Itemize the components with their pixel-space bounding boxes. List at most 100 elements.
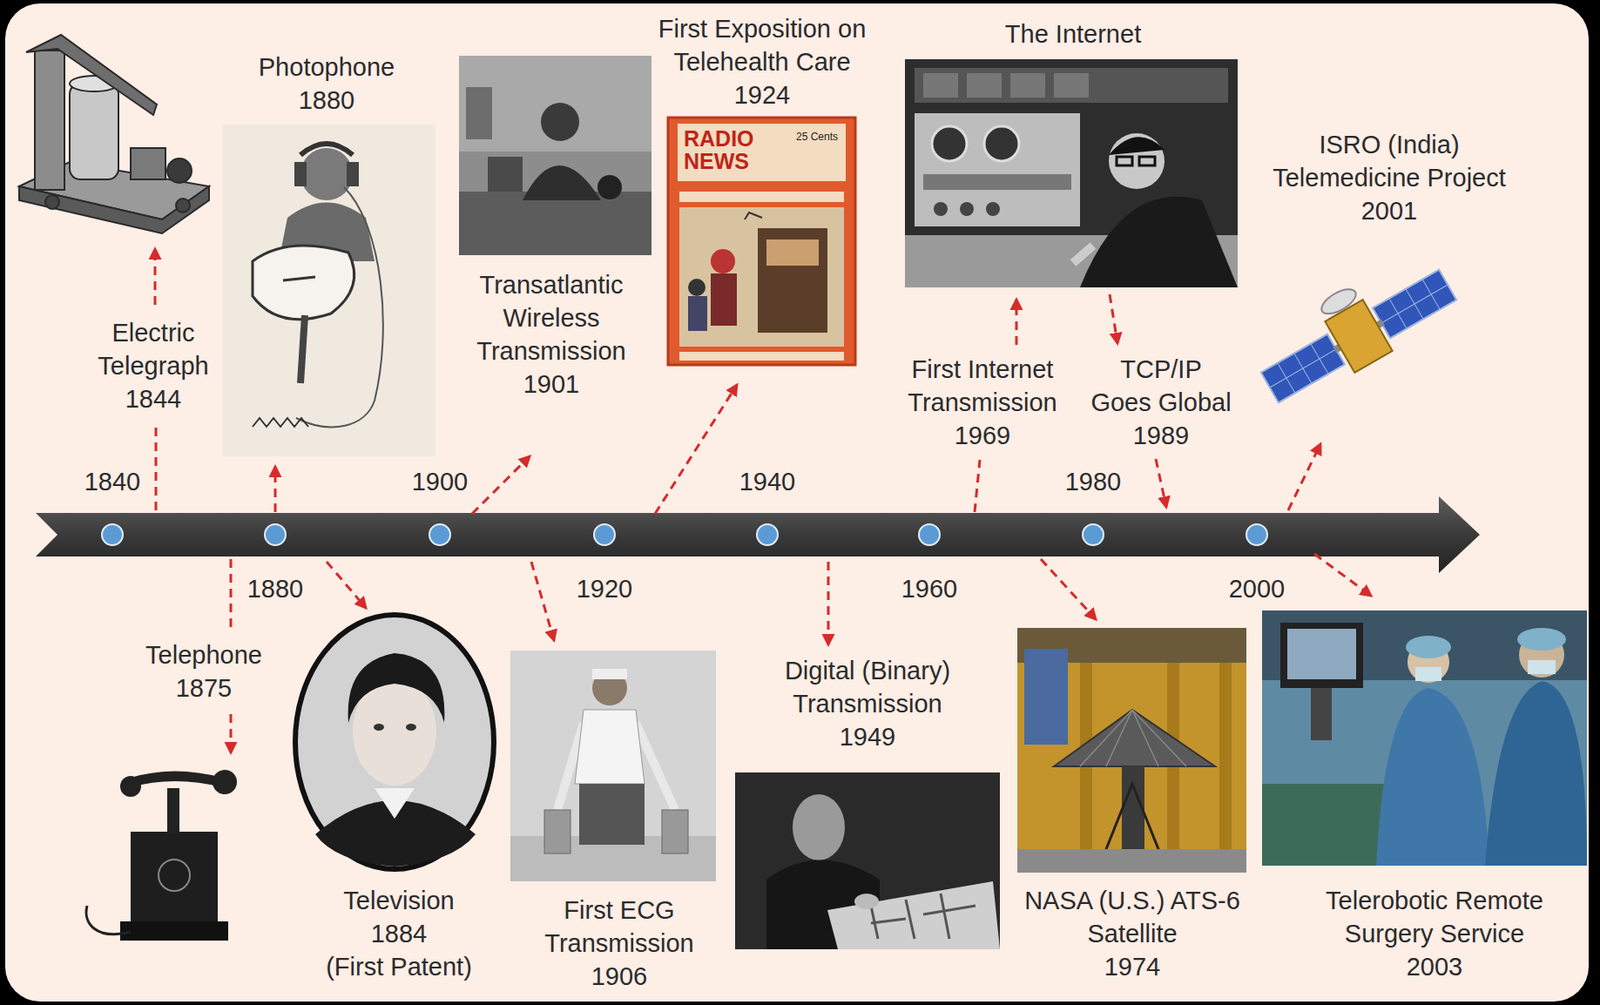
phone-base — [120, 921, 229, 941]
phone-handset — [130, 771, 223, 789]
cover-title: RADIO NEWS — [683, 127, 792, 173]
leader-arrow — [1040, 559, 1096, 620]
bell-mark — [283, 276, 316, 281]
event-date: 1875 — [125, 671, 283, 705]
event-title: Television — [311, 884, 487, 918]
figure-hair — [1108, 136, 1165, 156]
event-date: 1906 — [536, 959, 703, 993]
portrait-illustration — [295, 614, 494, 870]
timeline-dot — [1246, 524, 1268, 546]
event-caption: Photophone1880 — [230, 50, 423, 117]
event-date: 2003 — [1316, 950, 1553, 984]
surgeon-gown — [1485, 681, 1587, 866]
ecg-picture: First ECG Transmission1906 — [510, 650, 716, 882]
figure-hand — [1073, 245, 1094, 264]
telephone-illustration — [86, 769, 237, 941]
maze-walls — [870, 893, 976, 939]
leader-arrow — [1155, 459, 1167, 507]
timeline-dot — [264, 524, 286, 546]
figure-body — [710, 273, 737, 326]
portrait-hair — [348, 653, 446, 723]
equipment-knob — [985, 202, 1000, 217]
event-title: TCP/IP Goes Global — [1088, 352, 1234, 419]
cover-ground — [668, 117, 856, 365]
year-label: 1980 — [1049, 465, 1137, 499]
telegraph-illustration — [19, 34, 210, 234]
telephone-picture: Telephone1875 — [76, 760, 271, 954]
dish-ribs — [1080, 709, 1187, 767]
year-label: 1940 — [723, 465, 811, 499]
monitor — [1280, 622, 1364, 689]
figure-head — [792, 794, 845, 861]
background-panel — [5, 3, 1589, 1002]
phone-cord — [86, 905, 131, 935]
phone-box — [130, 831, 218, 924]
event-title: ISRO (India) Telemedicine Project — [1262, 128, 1516, 195]
year-label: 1960 — [885, 572, 973, 606]
year-label: 1900 — [396, 465, 484, 499]
cover-picture — [679, 207, 844, 347]
solar-panel — [1261, 334, 1345, 404]
leader-arrow — [154, 249, 157, 305]
timeline-dot — [918, 524, 940, 546]
event-caption: ISRO (India) Telemedicine Project2001 — [1262, 128, 1516, 228]
electrode-bucket — [544, 810, 571, 854]
figure-hand — [294, 162, 307, 187]
photo-wall — [459, 55, 652, 152]
digital-illustration — [735, 772, 1000, 950]
event-title: First Internet Transmission — [895, 352, 1070, 419]
digital-picture: Digital (Binary) Transmission1949 — [735, 772, 1000, 950]
portrait-eye — [405, 723, 417, 731]
timeline-dot — [756, 524, 778, 546]
year-label: 1880 — [231, 572, 319, 606]
ats6-illustration — [1017, 627, 1247, 873]
antenna-dish — [1053, 709, 1216, 767]
equipment-unit — [966, 73, 1002, 98]
figure-body — [522, 165, 601, 201]
operating-table — [1262, 783, 1393, 866]
photo-desk — [459, 191, 652, 256]
event-title: Electric Telegraph — [83, 316, 223, 383]
event-title: NASA (U.S.) ATS-6 Satellite — [1014, 884, 1250, 951]
panel-grid — [1372, 270, 1457, 339]
wireless-illustration — [459, 55, 652, 256]
timeline-dot — [101, 524, 123, 546]
event-date: (First Patent) — [311, 950, 487, 984]
leader-arrows — [155, 249, 1371, 753]
event-date: 1989 — [1117, 418, 1205, 453]
timeline-dot — [594, 524, 615, 546]
radio-rack — [465, 87, 493, 140]
event-date: 1901 — [459, 367, 643, 401]
equipment-knob — [933, 202, 948, 217]
telegraph-picture: Electric Telegraph1844 — [10, 28, 215, 237]
leader-line — [974, 459, 980, 513]
radio-screen — [766, 239, 819, 266]
photo-ground — [1017, 627, 1247, 873]
equipment-shelf — [914, 67, 1229, 103]
radio-dial — [597, 175, 622, 200]
timeline-dot — [429, 524, 451, 546]
telegraph-base-side — [19, 186, 210, 234]
event-title: The Internet — [977, 17, 1169, 51]
leader-arrow — [274, 466, 277, 513]
event-date: 1974 — [1014, 950, 1250, 984]
cover-price: 25 Cents — [796, 130, 851, 144]
photo-ground — [735, 772, 1000, 950]
internet-picture: The Internet — [904, 59, 1238, 288]
event-title: Transatlantic Wireless Transmission — [459, 268, 643, 368]
figure-head — [1108, 133, 1165, 190]
photophone-picture: Photophone1880 — [222, 124, 436, 457]
telegraph-block — [130, 148, 166, 180]
portrait-eye — [373, 723, 385, 731]
figure-glasses — [1116, 156, 1133, 166]
leader-arrow — [229, 714, 233, 753]
figure-hand — [346, 162, 359, 187]
photo-floor — [1017, 849, 1247, 873]
surgeon-cap — [1405, 635, 1452, 659]
event-title: Digital (Binary) Transmission — [767, 654, 968, 721]
phone-stem — [167, 788, 180, 834]
event-caption: The Internet — [977, 17, 1169, 51]
surgery-illustration — [1262, 610, 1587, 866]
timeline-arrow — [35, 496, 1480, 574]
leader-arrow — [1314, 553, 1371, 596]
